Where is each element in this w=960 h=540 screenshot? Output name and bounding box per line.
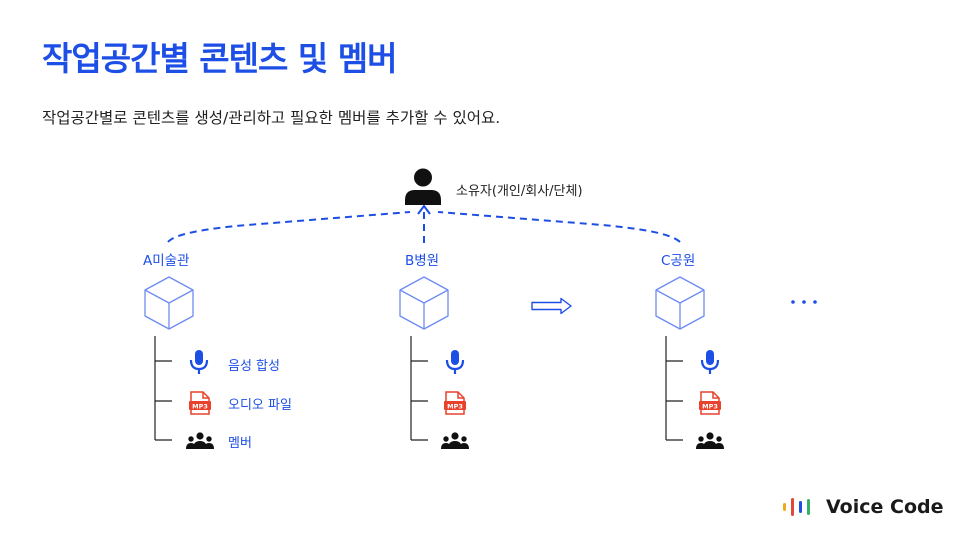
item-label-members: 멤버 xyxy=(228,436,252,451)
mp3-file-icon: MP3 xyxy=(189,391,211,415)
tree-line-b xyxy=(410,336,428,441)
mp3-badge: MP3 xyxy=(192,402,208,410)
workspace-cube-icon-a xyxy=(144,276,194,330)
voice-code-logo-icon xyxy=(783,498,810,516)
owner-label: 소유자(개인/회사/단체) xyxy=(456,184,583,199)
mp3-file-icon: MP3 xyxy=(444,391,466,415)
voice-code-logo: Voice Code xyxy=(782,496,943,518)
microphone-icon xyxy=(700,350,720,374)
microphone-icon xyxy=(445,350,465,374)
mp3-badge: MP3 xyxy=(447,402,463,410)
person-icon xyxy=(405,168,441,205)
workspace-label-c: C공원 xyxy=(661,253,696,269)
item-label-audio-file: 오디오 파일 xyxy=(228,398,292,413)
edge-c-to-owner xyxy=(437,211,681,243)
workspace-label-a: A미술관 xyxy=(143,253,190,269)
tree-line-c xyxy=(665,336,683,441)
members-icon xyxy=(696,432,724,449)
item-label-voice-synthesis: 음성 합성 xyxy=(228,359,280,374)
owner-arrowhead xyxy=(417,204,431,215)
edge-a-to-owner xyxy=(167,211,411,243)
microphone-icon xyxy=(189,350,209,374)
more-ellipsis-icon: ... xyxy=(791,300,817,304)
arrow-right-icon xyxy=(531,297,572,315)
mp3-badge: MP3 xyxy=(702,402,718,410)
mp3-file-icon: MP3 xyxy=(699,391,721,415)
members-icon xyxy=(441,432,469,449)
tree-line-a xyxy=(154,336,172,441)
workspace-cube-icon-b xyxy=(399,276,449,330)
workspace-label-b: B병원 xyxy=(405,253,440,269)
voice-code-logo-text: Voice Code xyxy=(826,496,944,518)
page-subtitle: 작업공간별로 콘텐츠를 생성/관리하고 필요한 멤버를 추가할 수 있어요. xyxy=(42,109,501,127)
workspace-cube-icon-c xyxy=(655,276,705,330)
page-title: 작업공간별 콘텐츠 및 멤버 xyxy=(42,39,397,78)
members-icon xyxy=(186,432,214,449)
